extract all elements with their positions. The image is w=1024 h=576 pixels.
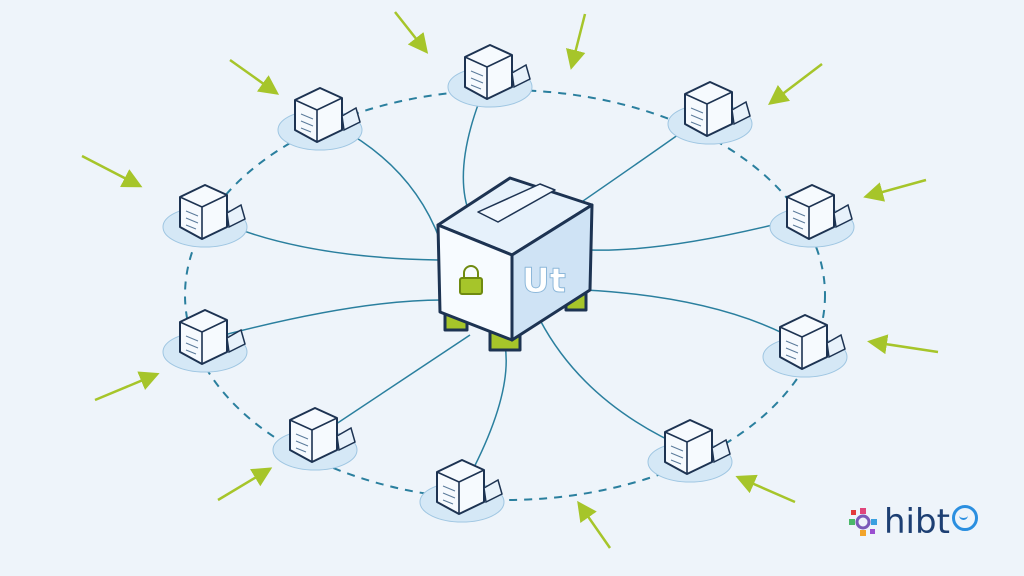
document-node bbox=[762, 314, 848, 378]
document-node bbox=[769, 184, 855, 248]
incoming-arrow bbox=[566, 13, 587, 70]
incoming-arrow bbox=[768, 63, 823, 106]
document-node bbox=[447, 44, 533, 108]
logo-badge-icon bbox=[951, 505, 978, 531]
lock-icon bbox=[459, 265, 483, 295]
document-node bbox=[277, 87, 363, 151]
document-node bbox=[667, 81, 753, 145]
peripheral-nodes bbox=[162, 44, 855, 523]
connection-line bbox=[314, 334, 471, 439]
document-node bbox=[647, 419, 733, 483]
colorful-gear-logo-icon bbox=[849, 508, 877, 536]
incoming-arrow bbox=[394, 11, 429, 54]
incoming-arrow bbox=[217, 467, 273, 502]
incoming-arrow bbox=[577, 500, 612, 549]
incoming-arrow bbox=[229, 58, 280, 95]
central-box: Ut bbox=[436, 176, 594, 352]
incoming-arrow bbox=[867, 334, 939, 355]
box-tape bbox=[477, 183, 556, 223]
box-right-face bbox=[510, 203, 594, 342]
incoming-arrows bbox=[81, 11, 939, 549]
brand-logo: hibt bbox=[848, 505, 978, 539]
connection-line bbox=[584, 289, 806, 346]
document-node bbox=[419, 459, 505, 523]
incoming-arrow bbox=[735, 474, 796, 504]
incoming-arrow bbox=[863, 178, 927, 202]
box-label: Ut bbox=[522, 261, 566, 301]
incoming-arrow bbox=[81, 154, 143, 188]
document-node bbox=[162, 309, 248, 373]
document-node bbox=[162, 184, 248, 248]
incoming-arrow bbox=[94, 371, 160, 402]
logo-text: hibt bbox=[884, 502, 950, 542]
document-node bbox=[272, 407, 358, 471]
